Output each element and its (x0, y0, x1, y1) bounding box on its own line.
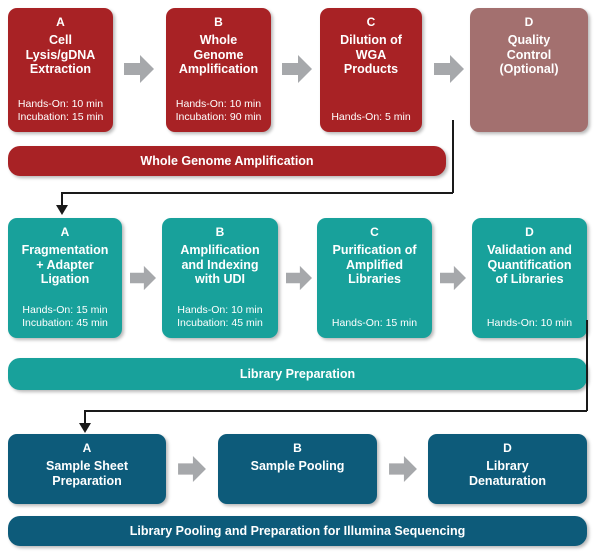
flow-arrow-pooling-a-to-b (178, 456, 206, 482)
step-timing: Hands-On: 15 min Incubation: 45 min (22, 304, 108, 329)
step-box-libprep-a[interactable]: A Fragmentation + Adapter Ligation Hands… (8, 218, 122, 338)
step-box-wga-c[interactable]: C Dilution of WGA Products Hands-On: 5 m… (320, 8, 422, 132)
step-title: Fragmentation + Adapter Ligation (21, 243, 109, 286)
flow-arrow-wga-c-to-d (434, 55, 464, 83)
flow-arrow-pooling-b-to-d (389, 456, 417, 482)
step-letter: B (215, 225, 225, 239)
step-timing: Hands-On: 10 min Incubation: 90 min (175, 98, 262, 123)
connector-libprep-to-pooling-vertical-right (586, 320, 588, 411)
step-letter: C (366, 15, 376, 29)
banner-label: Library Pooling and Preparation for Illu… (129, 524, 466, 538)
connector-wga-to-libprep-arrowhead (56, 205, 68, 215)
step-title: Library Denaturation (468, 459, 547, 488)
step-letter: B (214, 15, 223, 29)
step-title: Purification of Amplified Libraries (332, 243, 417, 286)
connector-libprep-to-pooling-horizontal (84, 410, 587, 412)
step-letter: A (56, 15, 65, 29)
step-timing: Hands-On: 10 min (486, 317, 573, 329)
banner-label: Library Preparation (239, 367, 356, 381)
connector-libprep-to-pooling-arrowhead (79, 423, 91, 433)
flow-arrow-wga-a-to-b (124, 55, 154, 83)
section-banner-library-preparation: Library Preparation (8, 358, 587, 390)
connector-libprep-to-pooling-vertical-left (84, 410, 86, 424)
step-title: Whole Genome Amplification (178, 33, 259, 76)
step-box-wga-a[interactable]: A Cell Lysis/gDNA Extraction Hands-On: 1… (8, 8, 113, 132)
section-banner-whole-genome-amplification: Whole Genome Amplification (8, 146, 446, 176)
step-box-pooling-b[interactable]: B Sample Pooling (218, 434, 377, 504)
step-box-libprep-c[interactable]: C Purification of Amplified Libraries Ha… (317, 218, 432, 338)
step-letter: D (525, 225, 534, 239)
banner-label: Whole Genome Amplification (140, 154, 314, 168)
connector-wga-to-libprep-vertical-right (452, 120, 454, 193)
connector-wga-to-libprep-vertical-left (61, 192, 63, 206)
step-timing: Hands-On: 5 min (331, 111, 411, 123)
step-timing: Hands-On: 10 min Incubation: 45 min (177, 304, 263, 329)
section-banner-library-pooling: Library Pooling and Preparation for Illu… (8, 516, 587, 546)
step-letter: A (60, 225, 70, 239)
step-box-libprep-b[interactable]: B Amplification and Indexing with UDI Ha… (162, 218, 278, 338)
step-title: Sample Sheet Preparation (46, 459, 128, 488)
step-letter: C (370, 225, 379, 239)
step-letter: D (524, 15, 534, 29)
step-letter: D (503, 441, 512, 455)
step-title: Cell Lysis/gDNA Extraction (25, 33, 96, 76)
step-box-wga-d-quality-control[interactable]: D Quality Control (Optional) (470, 8, 588, 132)
step-box-pooling-a[interactable]: A Sample Sheet Preparation (8, 434, 166, 504)
step-letter: B (293, 441, 302, 455)
step-box-wga-b[interactable]: B Whole Genome Amplification Hands-On: 1… (166, 8, 271, 132)
step-title: Sample Pooling (250, 459, 345, 473)
step-title: Dilution of WGA Products (340, 33, 402, 76)
step-box-libprep-d[interactable]: D Validation and Quantification of Libra… (472, 218, 587, 338)
step-timing: Hands-On: 15 min (331, 317, 418, 329)
step-timing: Hands-On: 10 min Incubation: 15 min (17, 98, 104, 123)
flow-arrow-wga-b-to-c (282, 55, 312, 83)
step-title: Quality Control (Optional) (499, 33, 559, 76)
flow-arrow-libprep-b-to-c (286, 265, 312, 291)
flow-arrow-libprep-a-to-b (130, 265, 156, 291)
step-letter: A (82, 441, 92, 455)
step-box-pooling-d[interactable]: D Library Denaturation (428, 434, 587, 504)
step-title: Amplification and Indexing with UDI (180, 243, 260, 286)
step-title: Validation and Quantification of Librari… (487, 243, 572, 286)
flow-arrow-libprep-c-to-d (440, 265, 466, 291)
connector-wga-to-libprep-horizontal (61, 192, 453, 194)
